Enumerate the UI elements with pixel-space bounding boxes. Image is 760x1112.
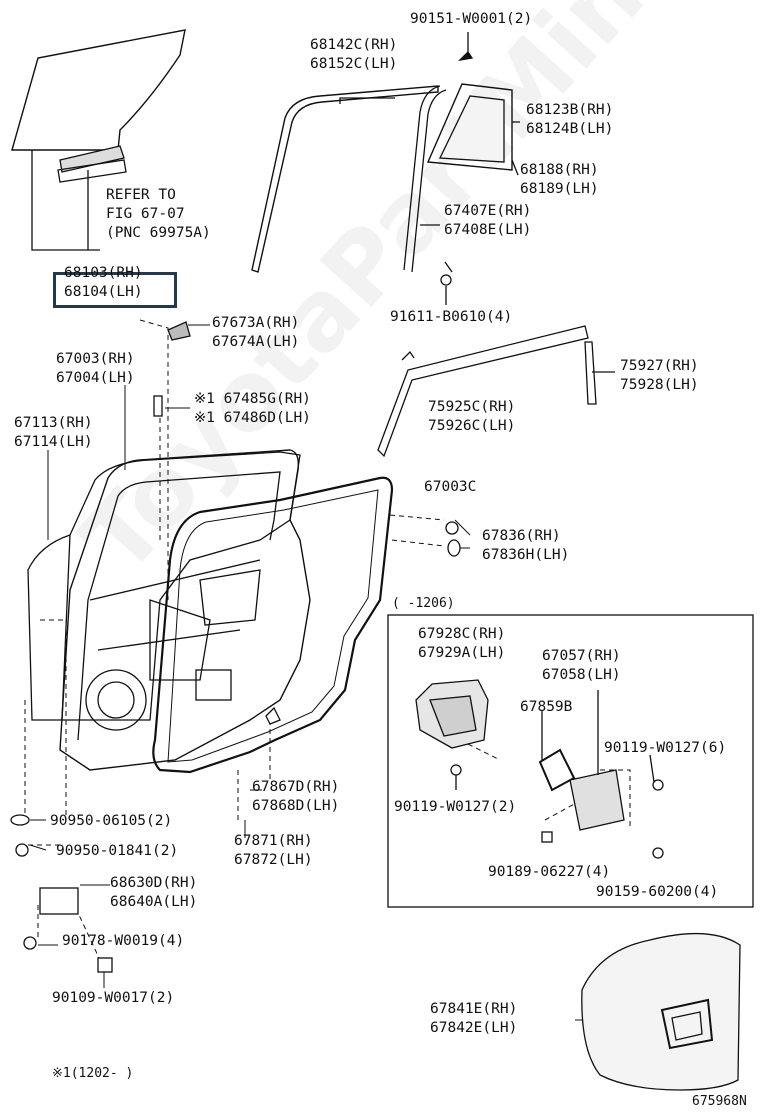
label-quarter-glass[interactable]: 68123B(RH)68124B(LH): [526, 102, 614, 137]
label-door-panel[interactable]: 67003(RH)67004(LH): [56, 351, 135, 386]
label-quarter-seal[interactable]: 68188(RH)68189(LH): [520, 162, 599, 197]
label-bracket-67057[interactable]: 67057(RH)67058(LH): [542, 648, 621, 683]
label-seal-67867[interactable]: 67867D(RH)67868D(LH): [252, 779, 340, 814]
door-inner-frame-drawing: [59, 449, 311, 771]
label-film-67841[interactable]: 67841E(RH)67842E(LH): [430, 1001, 518, 1036]
label-screw-90119-6[interactable]: 90119-W0127(6): [604, 740, 727, 756]
service-cover-film-drawing: [581, 932, 741, 1091]
fasteners: [10, 321, 461, 973]
label-bolt-90109[interactable]: 90109-W0017(2): [52, 990, 175, 1006]
weatherstrip-drawing: [152, 476, 394, 774]
label-outer-panel[interactable]: 67113(RH)67114(LH): [14, 415, 93, 450]
label-clip-90189[interactable]: 90189-06227(4): [488, 864, 611, 880]
label-bolt-90178[interactable]: 90178-W0019(4): [62, 933, 185, 949]
label-division-bar[interactable]: 67407E(RH)67408E(LH): [444, 203, 532, 238]
label-check-68630[interactable]: 68630D(RH)68640A(LH): [110, 875, 198, 910]
garnish-drawing: [377, 325, 615, 458]
label-glass[interactable]: 68103(RH)68104(LH): [64, 265, 143, 300]
label-hinge-cover[interactable]: 67673A(RH)67674A(LH): [212, 315, 300, 350]
selected-part-highlight: [53, 272, 177, 308]
label-bracket-range: ( -1206): [392, 596, 455, 611]
quarter-glass-drawing: [426, 32, 520, 176]
label-pad-67859b[interactable]: 67859B: [520, 699, 573, 715]
label-screw-90159[interactable]: 90159-60200(4): [596, 884, 719, 900]
label-plug-67003c[interactable]: 67003C: [424, 479, 477, 495]
label-clip-67485[interactable]: ※1 67485G(RH)※1 67486D(LH): [194, 391, 311, 426]
footnote: ※1(1202- ): [52, 1066, 134, 1081]
label-plug-90950-06105[interactable]: 90950-06105(2): [50, 813, 173, 829]
label-module-67928[interactable]: 67928C(RH)67929A(LH): [418, 626, 506, 661]
label-screw-90119-2[interactable]: 90119-W0127(2): [394, 799, 517, 815]
bracket-detail-box: [387, 614, 754, 908]
door-glass-drawing: [11, 29, 186, 251]
label-bolt-91611[interactable]: 91611-B0610(4): [390, 309, 513, 325]
label-grommet-67836[interactable]: 67836(RH)67836H(LH): [482, 528, 570, 563]
label-garnish-75927[interactable]: 75927(RH)75928(LH): [620, 358, 699, 393]
label-glass-clip[interactable]: 90151-W0001(2): [410, 11, 533, 27]
run-channel-drawing: [251, 85, 447, 273]
label-weatherstrip-67871[interactable]: 67871(RH)67872(LH): [234, 833, 313, 868]
label-plug-90950-01841[interactable]: 90950-01841(2): [56, 843, 179, 859]
figure-code: 675968N: [692, 1094, 747, 1109]
label-run-channel[interactable]: 68142C(RH)68152C(LH): [310, 37, 398, 72]
label-garnish-75925[interactable]: 75925C(RH)75926C(LH): [428, 399, 516, 434]
